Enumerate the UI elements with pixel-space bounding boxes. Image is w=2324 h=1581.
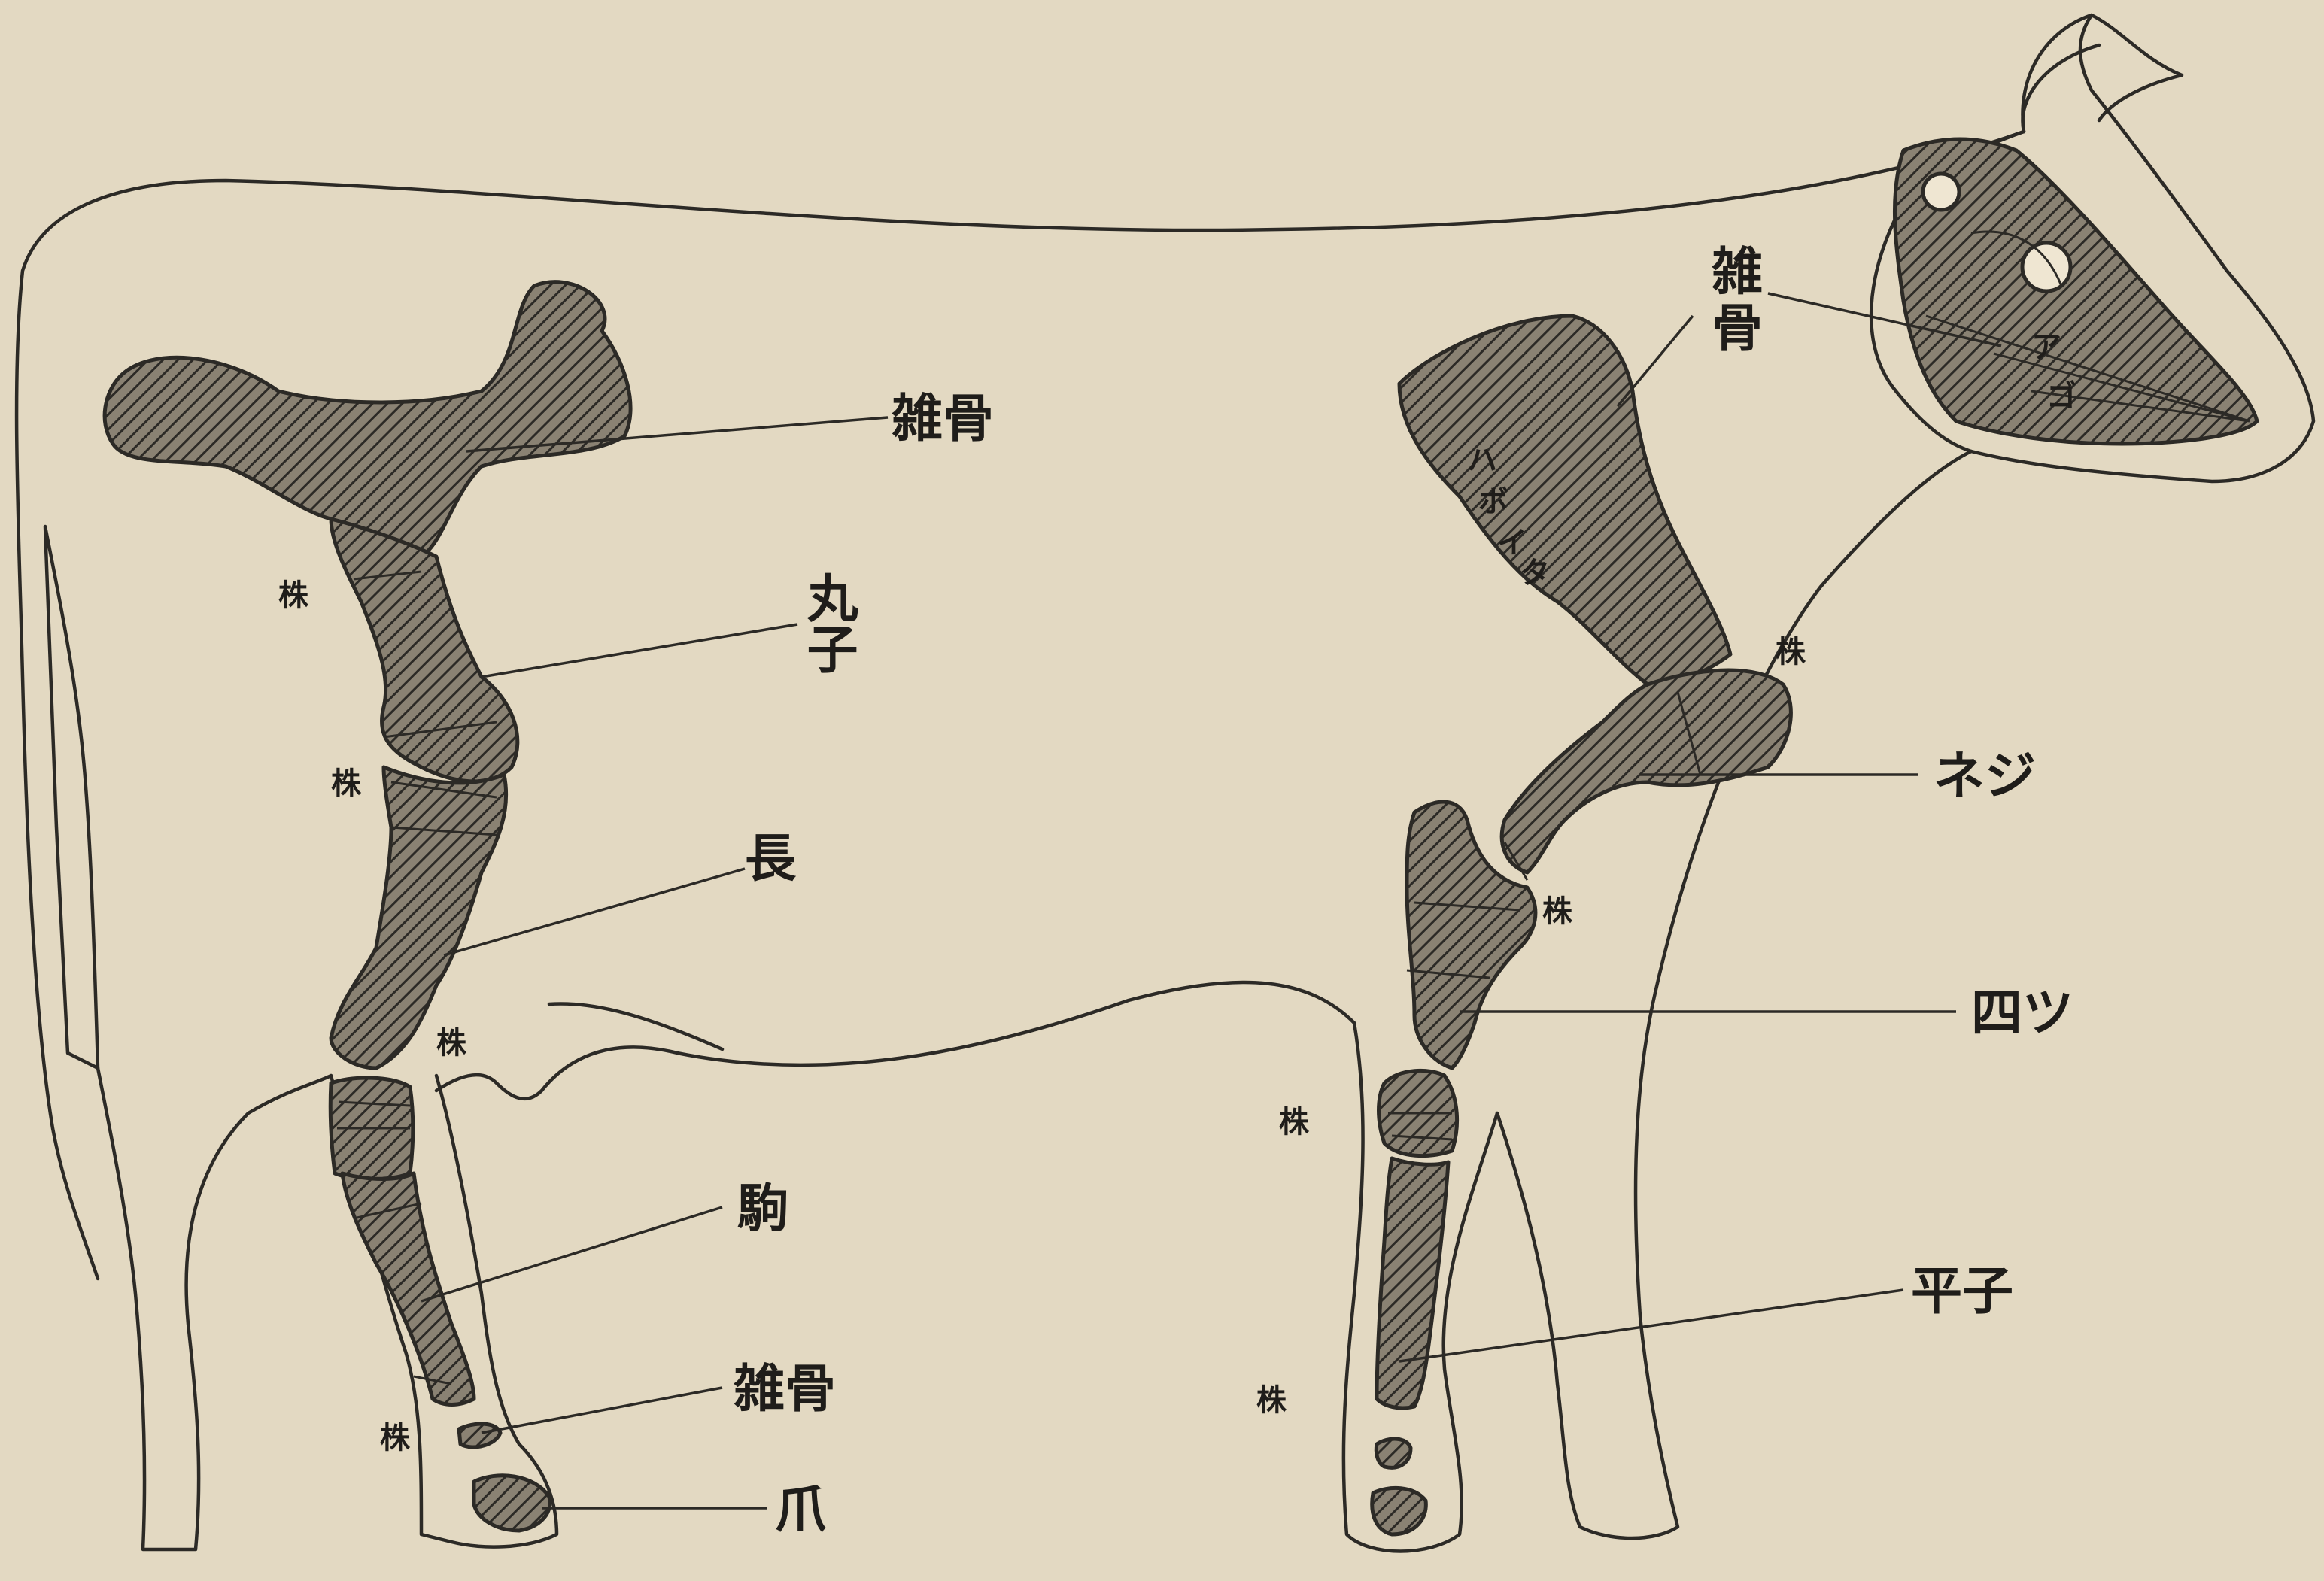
belly-outline — [436, 982, 1354, 1099]
cannon-bone-front — [1377, 1158, 1448, 1408]
label-naga: 長 — [745, 829, 797, 889]
leader-maruko — [482, 624, 797, 677]
label-hirako: 平子 — [1911, 1261, 2013, 1322]
label-kabu-8: 株 — [1256, 1382, 1287, 1418]
cannon-bone-hind — [342, 1173, 474, 1405]
tibia-bone — [331, 767, 506, 1068]
horn-outline — [2022, 15, 2182, 132]
label-yottsu: 四ツ — [1971, 983, 2073, 1043]
leader-zakkotsu-head-1 — [1618, 316, 1693, 406]
hind-leg-bones — [105, 282, 630, 1531]
label-zakkotsu-head-2: 骨 — [1712, 299, 1763, 359]
front-leg-bones — [1372, 316, 1791, 1534]
leader-koma — [421, 1207, 722, 1301]
label-kabu-4: 株 — [380, 1420, 411, 1455]
eye-socket-lower — [2022, 243, 2070, 291]
label-kabu-6: 株 — [1542, 894, 1573, 929]
bone-mark-bo: ボ — [1478, 484, 1508, 519]
pelvis-bone — [105, 282, 630, 557]
bone-mark-ha: ハ — [1467, 442, 1497, 478]
label-kabu-2: 株 — [331, 766, 362, 801]
label-neji: ネジ — [1934, 746, 2036, 806]
bone-mark-a: ア — [2031, 329, 2061, 365]
bone-mark-go: ゴ — [2046, 378, 2076, 414]
leader-hirako — [1399, 1290, 1903, 1361]
pastern-bone-hind — [459, 1424, 500, 1447]
bone-mark-ta: タ — [1520, 555, 1550, 590]
label-koma: 駒 — [737, 1179, 788, 1239]
label-kabu-1: 株 — [278, 578, 309, 613]
hind-leg-rear-outline — [98, 1068, 331, 1549]
label-zakkotsu-hoof: 雑骨 — [733, 1359, 836, 1419]
eye-socket-upper — [1923, 174, 1959, 210]
label-kabu-3: 株 — [436, 1025, 467, 1061]
label-kabu-7: 株 — [1279, 1104, 1310, 1139]
scapula-bone — [1399, 316, 1730, 684]
label-maruko: 丸子 — [797, 572, 858, 674]
humerus-bone — [1502, 670, 1791, 872]
leader-naga — [444, 869, 745, 955]
femur-bone — [331, 519, 518, 781]
flank-outline — [549, 1003, 722, 1049]
hoof-bone-front — [1372, 1488, 1426, 1534]
leader-zakkotsu-hoof — [482, 1388, 722, 1433]
leader-lines — [421, 293, 2001, 1508]
tail-outline — [45, 526, 98, 1068]
pastern-bone-front — [1376, 1439, 1411, 1467]
hoof-bone-hind — [474, 1476, 550, 1531]
label-zakkotsu-head-1: 雑 — [1711, 242, 1763, 302]
front-leg2-outline — [1497, 993, 1678, 1538]
label-tsume: 爪 — [775, 1479, 826, 1540]
label-kabu-5: 株 — [1776, 634, 1806, 669]
label-zakkotsu-hip: 雑骨 — [891, 389, 994, 449]
